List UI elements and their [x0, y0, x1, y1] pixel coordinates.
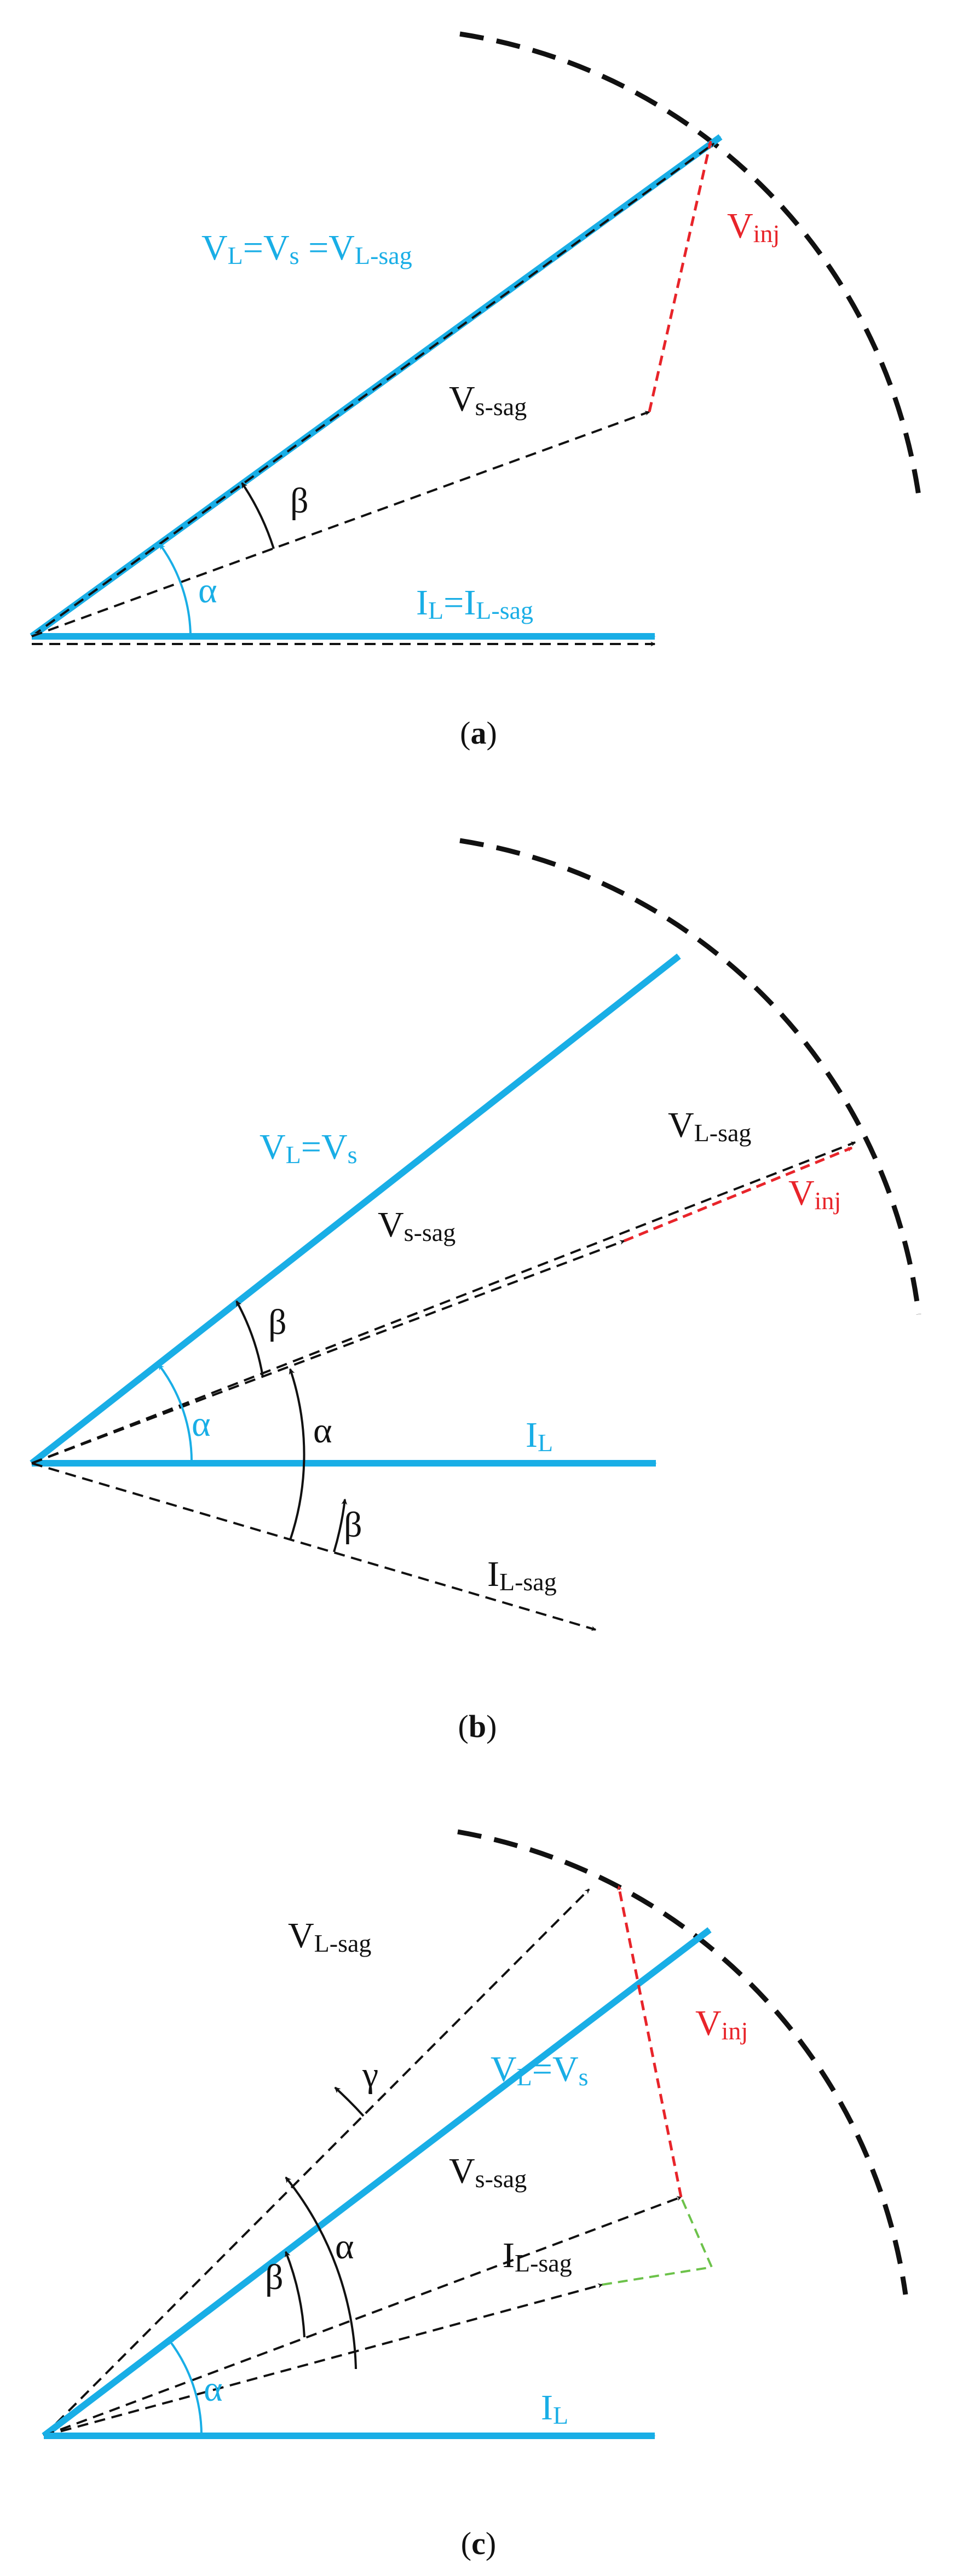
label-il-ilsag: IL=IL-sag [416, 583, 533, 624]
caption-c: (c) [461, 2526, 496, 2561]
label-vinj: Vinj [788, 1173, 841, 1215]
svg-text:IL-sag: IL-sag [487, 1554, 557, 1596]
label-vl-vs: VL=Vs [260, 1127, 358, 1169]
label-beta-upper: β [268, 1302, 287, 1342]
beta-angle-arc-lower [333, 1498, 348, 1553]
vl-vs-phasor [30, 953, 681, 1466]
beta-angle-arc [241, 482, 275, 549]
alpha-angle-arc-black [289, 1368, 305, 1540]
alpha-angle-arc-blue [168, 2338, 203, 2436]
il-sag-phasor [43, 2283, 603, 2437]
panel-a: VL=Vs =VL-sag Vinj Vs-sag β α IL=IL-sag … [30, 31, 921, 751]
svg-text:Vs-sag: Vs-sag [449, 379, 527, 421]
label-alpha-blue: α [204, 2369, 223, 2409]
svg-text:IL: IL [541, 2388, 568, 2429]
svg-text:VL=Vs: VL=Vs [491, 2049, 589, 2091]
caption-b: (b) [458, 1709, 497, 1744]
label-vl-vs-vlsag: VL=Vs =VL-sag [201, 228, 412, 269]
label-il-sag: IL-sag [487, 1554, 557, 1596]
alpha-angle-arc [159, 543, 192, 637]
magnitude-circle-arc [459, 31, 921, 496]
label-alpha-black: α [335, 2227, 354, 2267]
beta-angle-arc [285, 2251, 305, 2338]
vl-sag-phasor [43, 1888, 590, 2437]
label-alpha: α [198, 571, 217, 611]
label-alpha-blue: α [192, 1404, 211, 1444]
svg-text:VL=Vs: VL=Vs [260, 1127, 358, 1169]
vl-sag-phasor [31, 1141, 856, 1464]
alpha-angle-arc-blue [158, 1364, 193, 1464]
vinj-phasor [624, 1146, 853, 1243]
label-beta: β [265, 2257, 284, 2297]
svg-text:VL-sag: VL-sag [288, 1916, 371, 1957]
label-vl-sag: VL-sag [668, 1105, 751, 1147]
vinj-phasor [648, 140, 712, 412]
alpha-angle-arc-black [285, 2176, 357, 2370]
panel-b: VL=Vs VL-sag Vinj Vs-sag β α α IL β [30, 838, 921, 1744]
svg-text:VL-sag: VL-sag [668, 1105, 751, 1147]
svg-text:VL=Vs =VL-sag: VL=Vs =VL-sag [201, 228, 412, 269]
caption-a: (a) [460, 715, 497, 751]
magnitude-circle-arc [459, 838, 921, 1315]
label-beta: β [290, 481, 309, 521]
panel-c: VL-sag Vinj VL=Vs γ Vs-sag β α IL-sag α [42, 1829, 908, 2561]
label-vs-sag: Vs-sag [449, 379, 527, 421]
svg-text:IL=IL-sag: IL=IL-sag [416, 583, 533, 624]
svg-text:Vs-sag: Vs-sag [449, 2151, 527, 2193]
il-sag-phasor [31, 1462, 597, 1631]
svg-text:IL-sag: IL-sag [503, 2235, 572, 2277]
svg-text:Vs-sag: Vs-sag [378, 1205, 456, 1246]
quadrature-connector [602, 2196, 713, 2286]
label-alpha-black: α [313, 1411, 332, 1451]
beta-angle-arc-upper [235, 1300, 264, 1377]
svg-text:Vinj: Vinj [695, 2003, 748, 2045]
svg-text:Vinj: Vinj [788, 1173, 841, 1215]
label-vinj: Vinj [695, 2003, 748, 2045]
label-vs-sag: Vs-sag [378, 1205, 456, 1246]
vinj-phasor [617, 1885, 683, 2198]
vs-sag-phasor [31, 411, 650, 637]
label-vs-sag: Vs-sag [449, 2151, 527, 2193]
vs-sag-phasor [31, 1240, 625, 1464]
label-beta-lower: β [344, 1505, 362, 1545]
svg-text:Vinj: Vinj [727, 206, 780, 248]
label-il: IL [526, 1415, 553, 1457]
label-vl-sag: VL-sag [288, 1916, 371, 1957]
vl-vs-phasor [42, 1927, 712, 2439]
label-vl-vs: VL=Vs [491, 2049, 589, 2091]
label-il: IL [541, 2388, 568, 2429]
label-vinj: Vinj [727, 206, 780, 248]
vs-sag-phasor [43, 2196, 682, 2437]
label-il-sag: IL-sag [503, 2235, 572, 2277]
vl-sag-phasor [31, 142, 715, 637]
gamma-angle-arc [334, 2086, 365, 2117]
svg-text:IL: IL [526, 1415, 553, 1457]
label-gamma: γ [362, 2055, 378, 2095]
magnitude-circle-arc [457, 1829, 908, 2295]
